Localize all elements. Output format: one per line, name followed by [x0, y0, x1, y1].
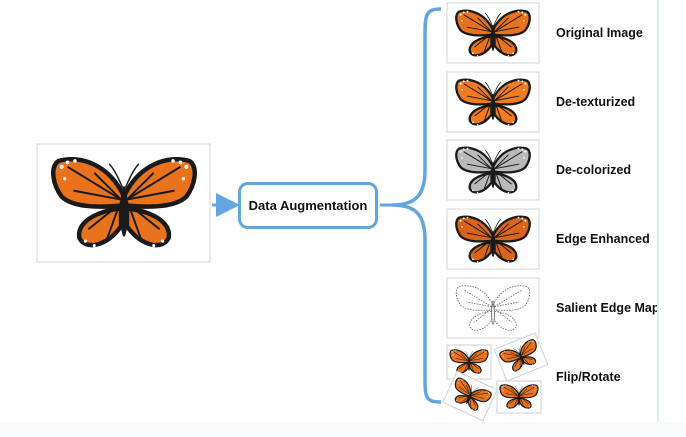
output-brace — [391, 7, 442, 404]
thumb-edge-enhanced — [446, 208, 540, 270]
label-original-image: Original Image — [556, 26, 643, 40]
label-de-colorized: De-colorized — [556, 163, 632, 177]
thumb-decolorized — [446, 139, 540, 201]
bottom-band — [0, 422, 686, 437]
thumb-original — [446, 2, 540, 64]
thumb-flip-rotate — [442, 332, 549, 422]
thumb-salient-edge-map — [446, 277, 540, 339]
thumb-detexturized — [446, 71, 540, 133]
data-augmentation-box: Data Augmentation — [238, 182, 378, 229]
input-butterfly-image — [36, 143, 211, 263]
label-salient-edge-map: Salient Edge Map — [556, 301, 660, 315]
label-edge-enhanced: Edge Enhanced — [556, 232, 650, 246]
data-augmentation-label: Data Augmentation — [248, 198, 368, 213]
right-edge-line — [657, 0, 659, 437]
label-flip-rotate: Flip/Rotate — [556, 370, 621, 384]
label-de-texturized: De-texturized — [556, 95, 636, 109]
